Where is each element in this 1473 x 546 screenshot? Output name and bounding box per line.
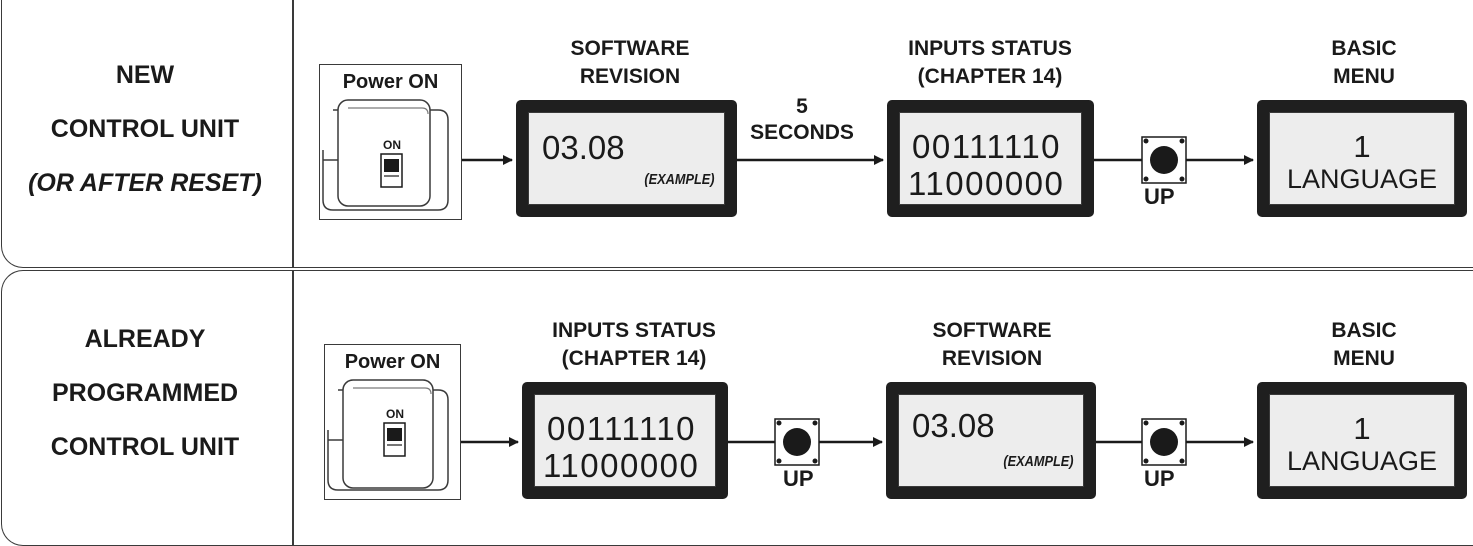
top-up-label: UP	[1144, 184, 1175, 209]
bottom-menu-name: LANGUAGE	[1286, 446, 1438, 476]
top-row-label-line1: NEW	[115, 61, 175, 89]
top-step2-title: INPUTS STATUS (CHAPTER 14)	[870, 35, 1110, 91]
bottom-step3-title-line1: BASIC	[1331, 319, 1397, 342]
bottom-software-display: 03.08 (EXAMPLE)	[886, 382, 1096, 499]
top-power-switch-icon: ON	[322, 99, 449, 211]
bottom-row-label: ALREADY PROGRAMMED CONTROL UNIT	[0, 312, 290, 474]
top-menu-number: 1	[1353, 129, 1371, 164]
top-up-button-icon	[1141, 136, 1187, 184]
bottom-step1-title-line2: (CHAPTER 14)	[561, 347, 707, 370]
top-row-label: NEW CONTROL UNIT (OR AFTER RESET)	[0, 48, 290, 210]
top-menu-screen: 1 LANGUAGE	[1269, 112, 1455, 205]
bottom-power-title: Power ON	[344, 351, 441, 373]
bottom-step1-title: INPUTS STATUS (CHAPTER 14)	[514, 317, 754, 373]
bottom-step3-title-line2: MENU	[1333, 347, 1395, 370]
bottom-step2-title-line1: SOFTWARE	[932, 319, 1052, 342]
top-switch-on-text: ON	[383, 138, 401, 152]
bottom-power-switch-icon: ON	[327, 379, 449, 491]
top-power-title: Power ON	[342, 71, 439, 93]
top-software-value: 03.08	[542, 129, 625, 166]
bottom-step2-title-line2: REVISION	[941, 347, 1043, 370]
bottom-up-button-icon-2	[1141, 418, 1187, 466]
bottom-software-value: 03.08	[912, 407, 995, 444]
bottom-row-label-line1: ALREADY	[84, 325, 206, 353]
top-software-note: (EXAMPLE)	[643, 171, 714, 188]
bottom-step2-title: SOFTWARE REVISION	[892, 317, 1092, 373]
top-step2-title-line1: INPUTS STATUS	[908, 37, 1072, 60]
bottom-menu-screen: 1 LANGUAGE	[1269, 394, 1455, 487]
top-step3-title-line2: MENU	[1333, 65, 1395, 88]
top-row-panel	[1, 0, 1473, 268]
bottom-up-button-icon-1	[774, 418, 820, 466]
bottom-up-label-2: UP	[1144, 466, 1175, 491]
top-step2-title-line2: (CHAPTER 14)	[917, 65, 1063, 88]
top-step3-title: BASIC MENU	[1264, 35, 1464, 91]
bottom-inputs-line2: 11000000	[543, 447, 700, 484]
top-inputs-line1: 00111110	[912, 128, 1062, 165]
top-software-display: 03.08 (EXAMPLE)	[516, 100, 737, 217]
top-step3-title-line1: BASIC	[1331, 37, 1397, 60]
top-step1-title: SOFTWARE REVISION	[530, 35, 730, 91]
top-row-label-line2: CONTROL UNIT	[50, 115, 240, 143]
bottom-row-label-line3: CONTROL UNIT	[50, 433, 240, 461]
bottom-row-label-line2: PROGRAMMED	[51, 379, 239, 407]
bottom-row-divider	[292, 271, 294, 545]
bottom-menu-display: 1 LANGUAGE	[1257, 382, 1467, 499]
top-inputs-line2: 11000000	[908, 165, 1065, 202]
bottom-step3-title: BASIC MENU	[1264, 317, 1464, 373]
top-row-divider	[292, 0, 294, 267]
top-menu-name: LANGUAGE	[1286, 164, 1438, 194]
top-menu-display: 1 LANGUAGE	[1257, 100, 1467, 217]
top-inputs-screen: 00111110 11000000	[899, 112, 1082, 205]
bottom-up-label-1: UP	[783, 466, 814, 491]
bottom-inputs-display: 00111110 11000000	[522, 382, 728, 499]
top-delay-unit: SECONDS	[750, 121, 854, 144]
top-software-screen: 03.08 (EXAMPLE)	[528, 112, 725, 205]
top-row-label-line3: (OR AFTER RESET)	[28, 169, 262, 197]
top-step1-title-line1: SOFTWARE	[570, 37, 690, 60]
bottom-switch-on-text: ON	[386, 407, 404, 421]
bottom-step1-title-line1: INPUTS STATUS	[552, 319, 716, 342]
bottom-menu-number: 1	[1353, 411, 1371, 446]
bottom-inputs-line1: 00111110	[547, 410, 697, 447]
top-inputs-display: 00111110 11000000	[887, 100, 1094, 217]
top-step1-title-line2: REVISION	[579, 65, 681, 88]
bottom-software-screen: 03.08 (EXAMPLE)	[898, 394, 1084, 487]
bottom-software-note: (EXAMPLE)	[1002, 453, 1073, 470]
bottom-inputs-screen: 00111110 11000000	[534, 394, 716, 487]
top-delay-label: 5 SECONDS	[737, 94, 867, 146]
top-delay-number: 5	[796, 95, 808, 118]
